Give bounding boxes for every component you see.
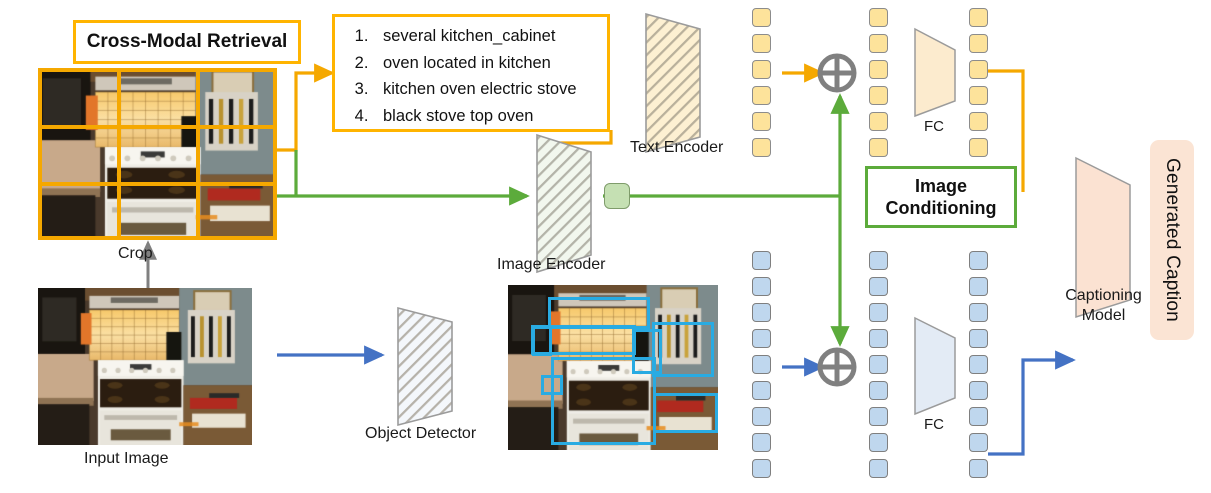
text-tokens-pre-fusion-item <box>752 8 771 27</box>
detection-box <box>632 329 662 374</box>
object-detector-label: Object Detector <box>365 425 477 442</box>
text-encoder-label: Text Encoder <box>630 139 724 156</box>
region-tokens-pre-fusion-item <box>752 355 771 374</box>
list-item: kitchen oven electric stove <box>373 76 597 103</box>
region-tokens-pre-fusion-item <box>752 277 771 296</box>
region-tokens-pre-fusion-item <box>752 303 771 322</box>
region-tokens-post-fusion-item <box>869 355 888 374</box>
input-image-photo <box>38 288 252 445</box>
flow-region-to-captioning <box>988 350 1076 456</box>
region-tokens-post-fusion-item <box>869 277 888 296</box>
fc-top-shape <box>914 27 956 118</box>
fc-bottom-shape <box>914 316 956 416</box>
region-tokens-pre-fusion-item <box>752 329 771 348</box>
image-encoder-label: Image Encoder <box>497 256 606 273</box>
region-tokens-pre-fusion-item <box>752 407 771 426</box>
detected-objects-image <box>508 285 718 450</box>
region-tokens-post-fc-item <box>969 459 988 478</box>
flow-retrieval-to-captions <box>277 63 335 152</box>
captioning-model-label-line2: Model <box>1081 307 1126 324</box>
region-tokens-post-fusion-item <box>869 407 888 426</box>
image-conditioning-label-line1: Image <box>914 176 968 196</box>
detection-box <box>551 357 656 445</box>
text-tokens-post-fusion-item <box>869 60 888 79</box>
region-tokens-pre-fusion-item <box>752 251 771 270</box>
text-tokens-post-fusion-item <box>869 8 888 27</box>
region-tokens-post-fc-item <box>969 277 988 296</box>
region-tokens-post-fc-item <box>969 407 988 426</box>
global-feature-token <box>604 183 630 209</box>
cross-modal-retrieval-label: Cross-Modal Retrieval <box>86 31 288 52</box>
captioning-model-shape <box>1075 156 1131 319</box>
image-conditioning-label-line2: Conditioning <box>885 198 997 218</box>
text-tokens-post-fc-item <box>969 112 988 131</box>
region-tokens-post-fusion-item <box>869 303 888 322</box>
fc-bottom-label: FC <box>924 416 944 433</box>
flow-text-to-captioning <box>988 69 1025 192</box>
object-detector-shape <box>397 306 453 427</box>
text-tokens-pre-fusion-item <box>752 86 771 105</box>
list-item: black stove top oven <box>373 103 597 130</box>
text-tokens-pre-fusion-item <box>752 138 771 157</box>
text-tokens-post-fc-item <box>969 34 988 53</box>
retrieved-captions-list: several kitchen_cabinet oven located in … <box>347 23 597 129</box>
captioning-model-label: Captioning Model <box>1051 286 1156 326</box>
detection-box-overlay <box>508 285 718 450</box>
text-tokens-post-fc-item <box>969 8 988 27</box>
region-tokens-post-fc-item <box>969 329 988 348</box>
region-tokens-post-fc-item <box>969 251 988 270</box>
text-encoder-shape <box>645 12 701 154</box>
text-tokens-post-fc-item <box>969 86 988 105</box>
region-tokens-post-fusion-item <box>869 459 888 478</box>
image-conditioning-box: Image Conditioning <box>865 166 1017 228</box>
region-tokens-post-fc-item <box>969 381 988 400</box>
cross-modal-retrieval-box: Cross-Modal Retrieval <box>73 20 301 64</box>
region-tokens-post-fc-item <box>969 355 988 374</box>
text-tokens-post-fusion-item <box>869 138 888 157</box>
list-item: oven located in kitchen <box>373 50 597 77</box>
captioning-model-label-line1: Captioning <box>1065 287 1142 304</box>
fusion-node-bottom <box>817 347 857 387</box>
detection-box <box>652 322 714 377</box>
region-tokens-post-fusion-item <box>869 329 888 348</box>
region-tokens-post-fc-item <box>969 303 988 322</box>
region-tokens-post-fusion-item <box>869 381 888 400</box>
flow-captions-to-text-encoder <box>558 130 613 145</box>
text-tokens-post-fc-item <box>969 138 988 157</box>
region-tokens-pre-fusion-item <box>752 459 771 478</box>
region-tokens-post-fc-item <box>969 433 988 452</box>
text-tokens-pre-fusion-item <box>752 34 771 53</box>
fc-top-label: FC <box>924 118 944 135</box>
generated-caption-label: Generated Caption <box>1162 158 1183 322</box>
fusion-node-top <box>817 53 857 93</box>
text-tokens-post-fc-item <box>969 60 988 79</box>
generated-caption-box: Generated Caption <box>1150 140 1194 340</box>
retrieved-captions-box: several kitchen_cabinet oven located in … <box>332 14 610 132</box>
detection-box <box>653 393 718 433</box>
crop-grid-overlay <box>38 68 277 240</box>
list-item: several kitchen_cabinet <box>373 23 597 50</box>
text-tokens-post-fusion-item <box>869 86 888 105</box>
region-tokens-post-fusion-item <box>869 433 888 452</box>
region-tokens-post-fusion-item <box>869 251 888 270</box>
text-tokens-post-fusion-item <box>869 112 888 131</box>
crop-label: Crop <box>118 245 153 262</box>
input-image-label: Input Image <box>84 450 169 467</box>
image-encoder-shape <box>536 133 592 274</box>
region-tokens-pre-fusion-item <box>752 433 771 452</box>
detection-box <box>532 326 552 356</box>
region-tokens-pre-fusion-item <box>752 381 771 400</box>
text-tokens-pre-fusion-item <box>752 112 771 131</box>
text-tokens-pre-fusion-item <box>752 60 771 79</box>
cropped-grid-image <box>38 68 277 240</box>
text-tokens-post-fusion-item <box>869 34 888 53</box>
